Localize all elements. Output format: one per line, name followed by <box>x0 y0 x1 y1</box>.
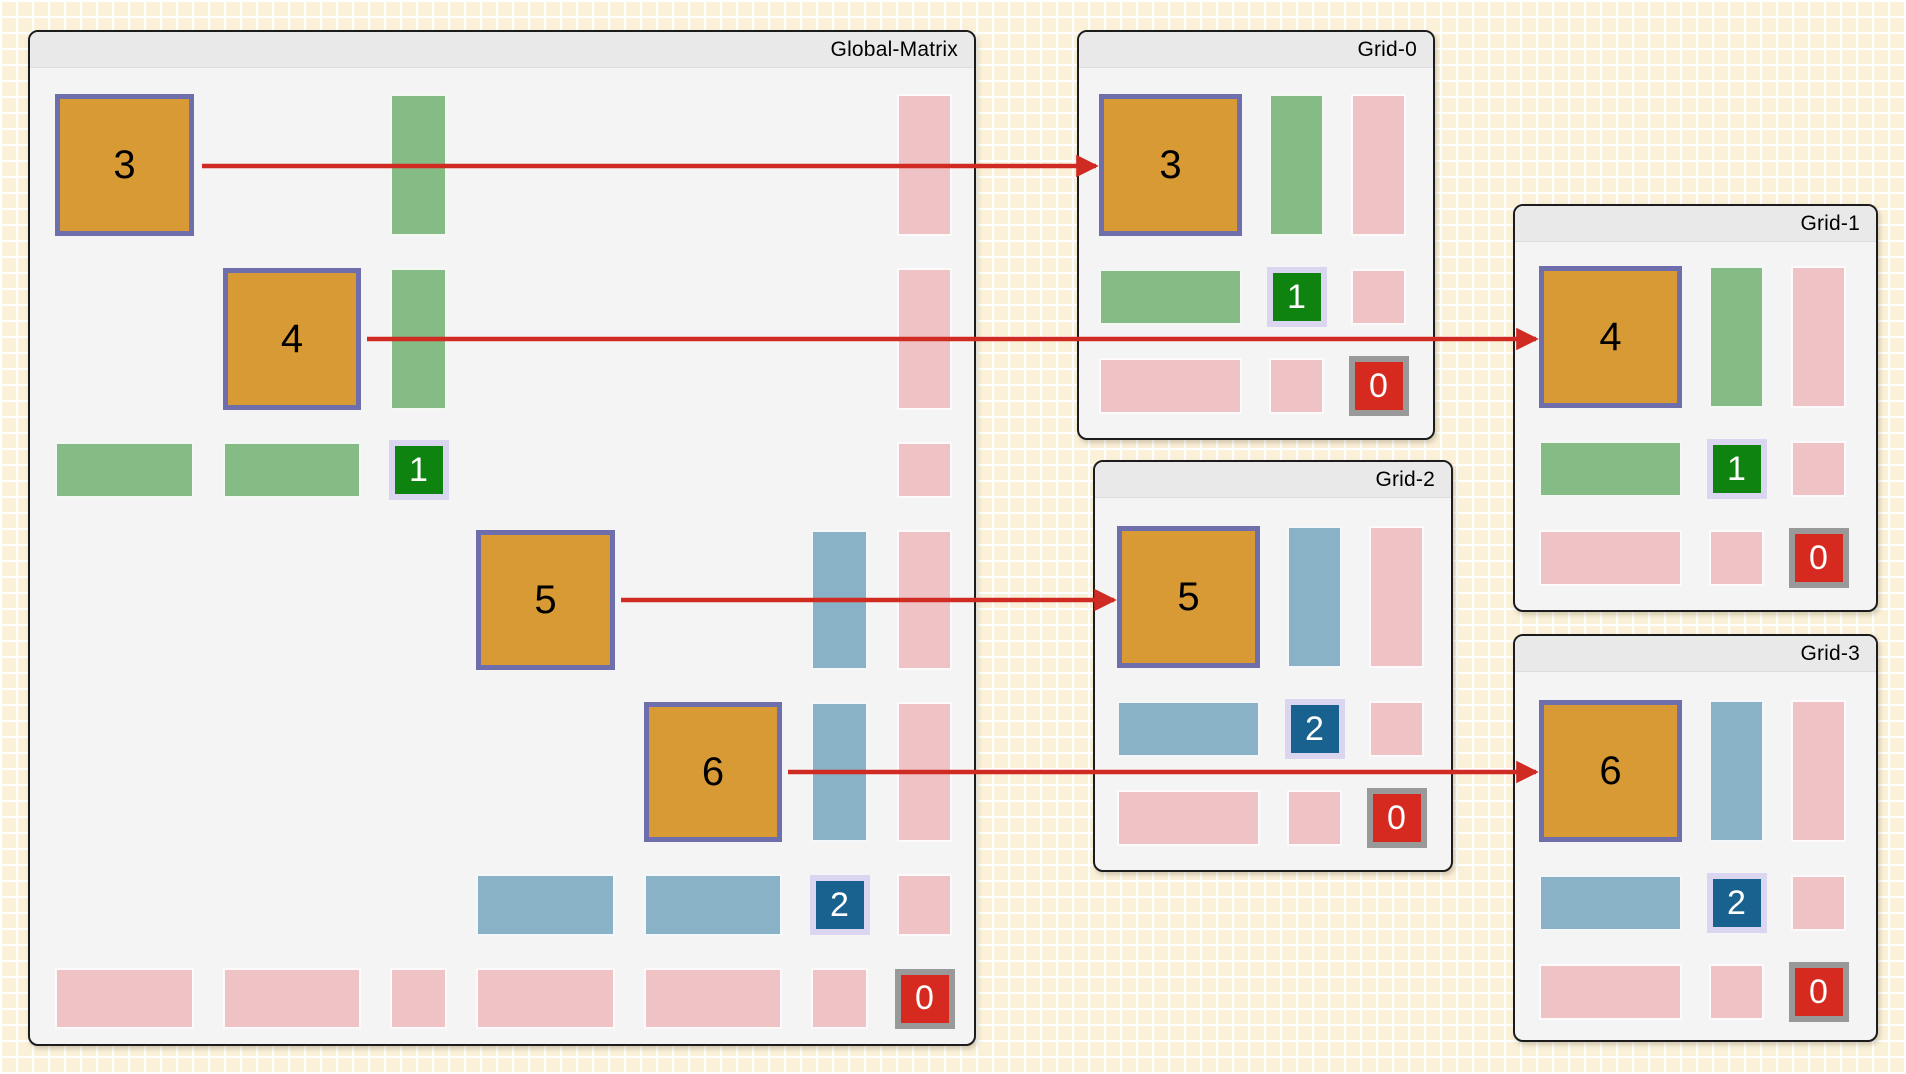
panel-title-grid-1: Grid-1 <box>1800 211 1860 235</box>
pink-block <box>1539 530 1682 586</box>
pink-block <box>1369 526 1424 668</box>
panel-title-grid-2: Grid-2 <box>1375 467 1435 491</box>
panel-header: Grid-0 <box>1079 32 1433 68</box>
panel-title-grid-3: Grid-3 <box>1800 641 1860 665</box>
matrix-tile-3: 3 <box>1099 94 1242 236</box>
pink-block <box>1287 790 1342 846</box>
panel-header: Grid-3 <box>1515 636 1876 672</box>
badge-0: 0 <box>1366 788 1427 848</box>
pink-block <box>897 268 952 410</box>
pink-block <box>897 874 952 936</box>
badge-0: 0 <box>1788 962 1849 1022</box>
matrix-tile-6: 6 <box>644 702 782 842</box>
pink-block <box>1791 875 1846 931</box>
green-block <box>1099 269 1242 325</box>
green-block <box>390 268 447 410</box>
pink-block <box>897 94 952 236</box>
pink-block <box>897 530 952 670</box>
pink-block <box>1117 790 1260 846</box>
badge-2: 2 <box>809 875 870 935</box>
green-block <box>1709 266 1764 408</box>
panel-title-global-matrix: Global-Matrix <box>830 37 958 61</box>
matrix-tile-4: 4 <box>223 268 361 410</box>
pink-block <box>1709 964 1764 1020</box>
pink-block <box>223 968 361 1029</box>
pink-block <box>644 968 782 1029</box>
green-block <box>390 94 447 236</box>
panel-title-grid-0: Grid-0 <box>1357 37 1417 61</box>
badge-1: 1 <box>388 440 449 500</box>
badge-0: 0 <box>1788 528 1849 588</box>
badge-0: 0 <box>1348 356 1409 416</box>
pink-block <box>1369 701 1424 757</box>
pink-block <box>390 968 447 1029</box>
blue-block <box>476 874 615 936</box>
green-block <box>1269 94 1324 236</box>
matrix-tile-5: 5 <box>476 530 615 670</box>
pink-block <box>897 702 952 842</box>
panel-header: Global-Matrix <box>30 32 974 68</box>
badge-2: 2 <box>1284 699 1345 759</box>
panel-header: Grid-1 <box>1515 206 1876 242</box>
green-block <box>55 442 194 498</box>
blue-block <box>811 702 868 842</box>
blue-block <box>1287 526 1342 668</box>
pink-block <box>55 968 194 1029</box>
pink-block <box>1709 530 1764 586</box>
pink-block <box>1351 269 1406 325</box>
badge-2: 2 <box>1706 873 1767 933</box>
pink-block <box>1099 358 1242 414</box>
pink-block <box>476 968 615 1029</box>
pink-block <box>1791 700 1846 842</box>
blue-block <box>1117 701 1260 757</box>
blue-block <box>644 874 782 936</box>
matrix-tile-6: 6 <box>1539 700 1682 842</box>
panel-header: Grid-2 <box>1095 462 1451 498</box>
matrix-tile-5: 5 <box>1117 526 1260 668</box>
pink-block <box>897 442 952 498</box>
blue-block <box>1709 700 1764 842</box>
pink-block <box>1269 358 1324 414</box>
green-block <box>1539 441 1682 497</box>
pink-block <box>811 968 868 1029</box>
badge-0: 0 <box>894 968 955 1029</box>
pink-block <box>1791 266 1846 408</box>
pink-block <box>1351 94 1406 236</box>
badge-1: 1 <box>1266 267 1327 327</box>
green-block <box>223 442 361 498</box>
pink-block <box>1791 441 1846 497</box>
badge-1: 1 <box>1706 439 1767 499</box>
pink-block <box>1539 964 1682 1020</box>
matrix-tile-3: 3 <box>55 94 194 236</box>
matrix-tile-4: 4 <box>1539 266 1682 408</box>
blue-block <box>811 530 868 670</box>
blue-block <box>1539 875 1682 931</box>
